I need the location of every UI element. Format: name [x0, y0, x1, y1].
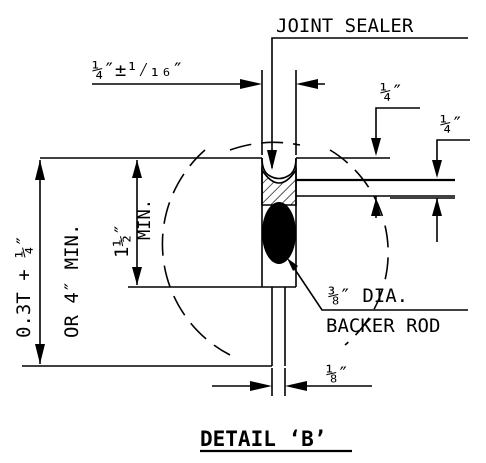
slab-label-line1: 0.3T + ¼″ — [13, 235, 35, 338]
sealer-top-curve — [261, 157, 297, 180]
detail-circle-left — [161, 149, 231, 356]
side-quarter-arrow-down — [432, 160, 442, 178]
top-quarter-leader — [375, 107, 420, 140]
depth-arrow-top — [132, 160, 142, 178]
slab-label-line2: OR 4″ MIN. — [61, 224, 83, 338]
depth-arrow-bottom — [132, 267, 142, 285]
backer-rod-leader — [289, 261, 468, 311]
backer-rod-label-line1: ⅜″ DIA. — [328, 285, 408, 307]
top-quarter-arrow-up — [371, 198, 381, 216]
side-quarter-arrow-up — [432, 198, 442, 216]
detail-circle-right — [329, 149, 389, 346]
backer-rod-arrow — [287, 258, 298, 271]
detail-title: DETAIL ‘B’ — [200, 427, 326, 451]
joint-sealer-leader — [271, 37, 468, 168]
bottom-eighth-label: ⅛″ — [326, 363, 349, 385]
eighth-arrow-left — [250, 381, 272, 391]
gap-width-label: ¼″±¹⁄₁₆″ — [92, 59, 183, 81]
slab-arrow-top — [35, 160, 45, 180]
side-quarter-label: ¼″ — [440, 113, 463, 135]
detail-circle-top — [229, 141, 301, 151]
joint-sealer-arrow — [267, 150, 277, 170]
side-quarter-leader — [436, 139, 470, 162]
joint-sealer-fill — [261, 167, 297, 206]
top-quarter-label: ¼″ — [380, 81, 403, 103]
depth-label: 1½″ — [111, 224, 133, 258]
gap-dim-arrow-left — [240, 79, 262, 89]
backer-rod-label-line2: BACKER ROD — [326, 315, 440, 337]
slab-arrow-bottom — [35, 344, 45, 364]
joint-sealer-label: JOINT SEALER — [276, 15, 414, 37]
eighth-arrow-right — [285, 381, 307, 391]
backer-rod — [262, 202, 296, 264]
top-quarter-arrow — [371, 138, 381, 156]
gap-dim-arrow-right — [296, 79, 318, 89]
depth-min-label: MIN. — [135, 199, 155, 240]
